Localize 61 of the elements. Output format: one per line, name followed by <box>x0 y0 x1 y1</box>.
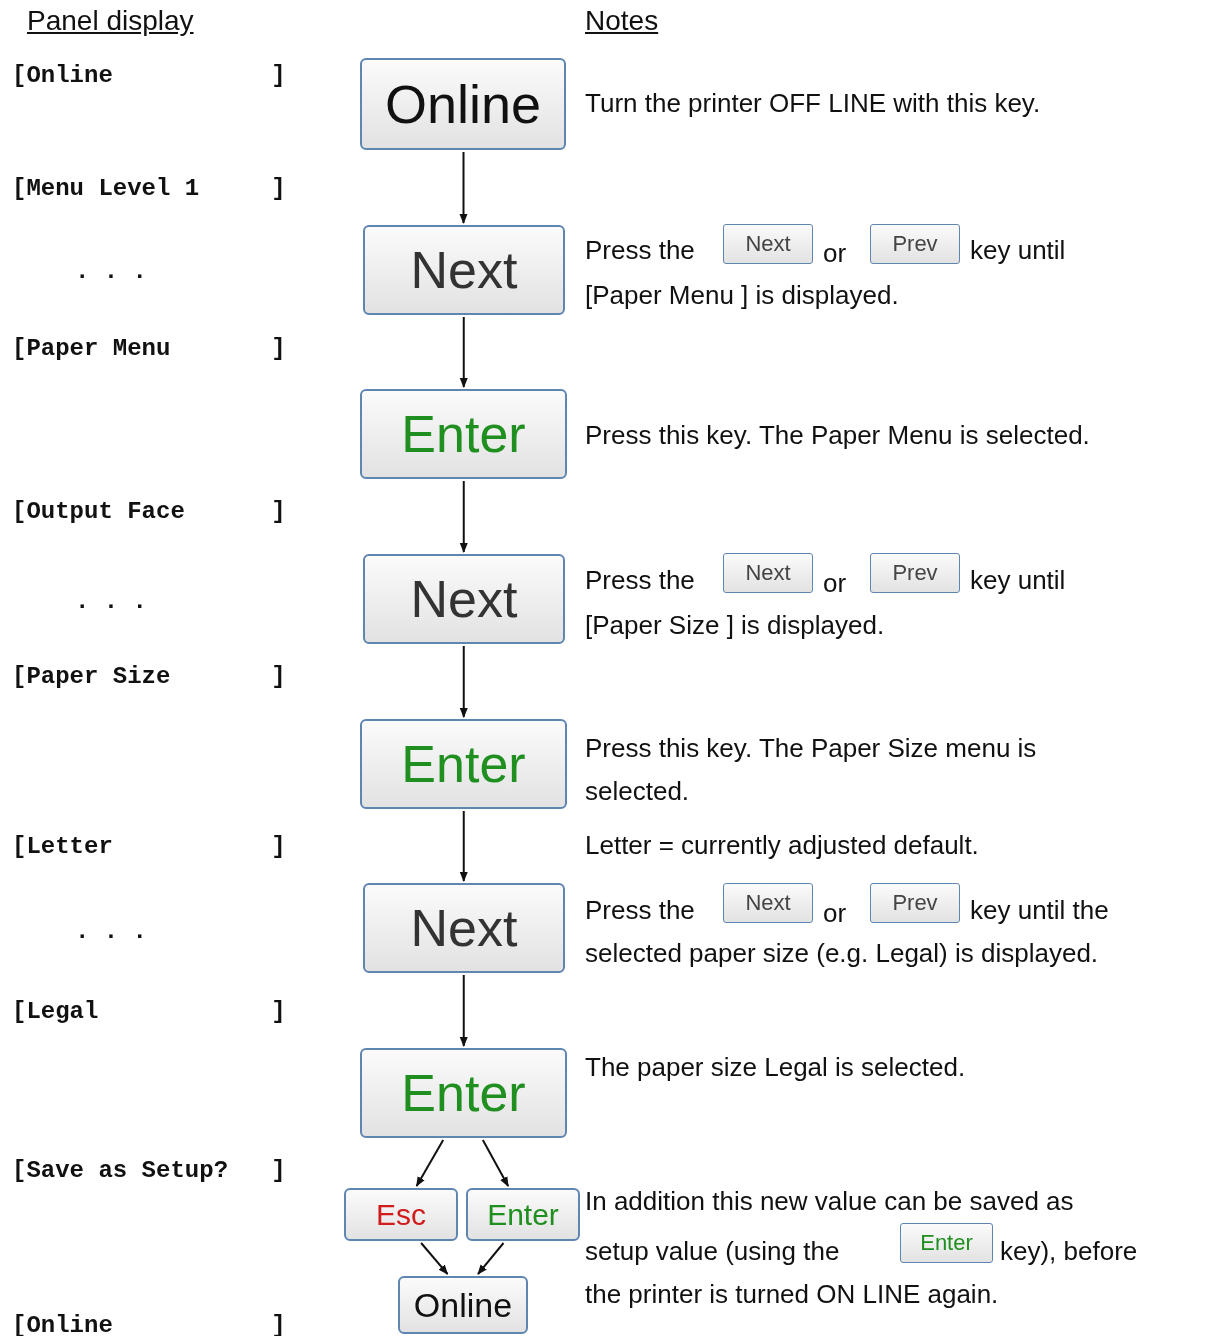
arrow <box>459 810 468 882</box>
arrow <box>420 1242 449 1275</box>
key-button: Enter <box>900 1223 993 1263</box>
key-button: Prev <box>870 553 960 593</box>
panel-display-text: [Paper Menu ] <box>12 335 286 362</box>
key-button: Online <box>360 58 566 150</box>
heading: Panel display <box>27 5 194 37</box>
arrow <box>459 974 468 1047</box>
note-text: Press the <box>585 565 695 596</box>
key-button: Enter <box>360 1048 567 1138</box>
key-button: Next <box>363 883 565 973</box>
note-text: Press the <box>585 895 695 926</box>
note-text: key), before <box>1000 1236 1138 1267</box>
ellipsis: . . . <box>75 258 147 285</box>
note-text: or <box>823 898 847 929</box>
key-button: Enter <box>466 1188 580 1241</box>
note-text: key until <box>970 565 1066 596</box>
ellipsis: . . . <box>75 918 147 945</box>
key-button: Next <box>723 553 813 593</box>
note-text: [Paper Size ] is displayed. <box>585 610 885 641</box>
arrow <box>481 1139 510 1187</box>
panel-display-text: [Paper Size ] <box>12 663 286 690</box>
key-button: Next <box>363 225 565 315</box>
key-button: Prev <box>870 883 960 923</box>
panel-display-text: [Letter ] <box>12 833 286 860</box>
key-button: Esc <box>344 1188 458 1241</box>
key-button: Online <box>398 1276 528 1334</box>
note-text: Turn the printer OFF LINE with this key. <box>585 88 1041 119</box>
key-button: Enter <box>360 719 567 809</box>
arrow <box>415 1139 445 1187</box>
panel-display-text: [Save as Setup? ] <box>12 1157 286 1184</box>
arrow <box>459 151 468 224</box>
note-text: the printer is turned ON LINE again. <box>585 1279 999 1310</box>
note-text: Press the <box>585 235 695 266</box>
panel-display-text: [Output Face ] <box>12 498 286 525</box>
key-button: Next <box>723 224 813 264</box>
panel-display-text: [Online ] <box>12 62 286 89</box>
arrow <box>477 1242 505 1275</box>
key-button: Next <box>723 883 813 923</box>
note-text: or <box>823 568 847 599</box>
key-button: Next <box>363 554 565 644</box>
note-text: Press this key. The Paper Size menu is selected. <box>585 732 1038 808</box>
panel-display-text: [Menu Level 1 ] <box>12 175 286 202</box>
note-text: Press this key. The Paper Menu is selected. <box>585 420 1090 451</box>
heading: Notes <box>585 5 659 37</box>
arrow <box>459 316 468 388</box>
panel-display-text: [Legal ] <box>12 998 286 1025</box>
note-text: The paper size Legal is selected. <box>585 1052 966 1083</box>
note-text: Letter = currently adjusted default. <box>585 830 979 861</box>
note-text: selected paper size (e.g. Legal) is displayed. <box>585 938 1099 969</box>
ellipsis: . . . <box>75 588 147 615</box>
note-text: key until the <box>970 895 1109 926</box>
note-text: key until <box>970 235 1066 266</box>
note-text: setup value (using the <box>585 1236 840 1267</box>
key-button: Enter <box>360 389 567 479</box>
key-button: Prev <box>870 224 960 264</box>
arrow <box>459 645 468 718</box>
note-text: In addition this new value can be saved as <box>585 1186 1074 1217</box>
note-text: or <box>823 238 847 269</box>
note-text: [Paper Menu ] is displayed. <box>585 280 899 311</box>
arrow <box>459 480 468 553</box>
